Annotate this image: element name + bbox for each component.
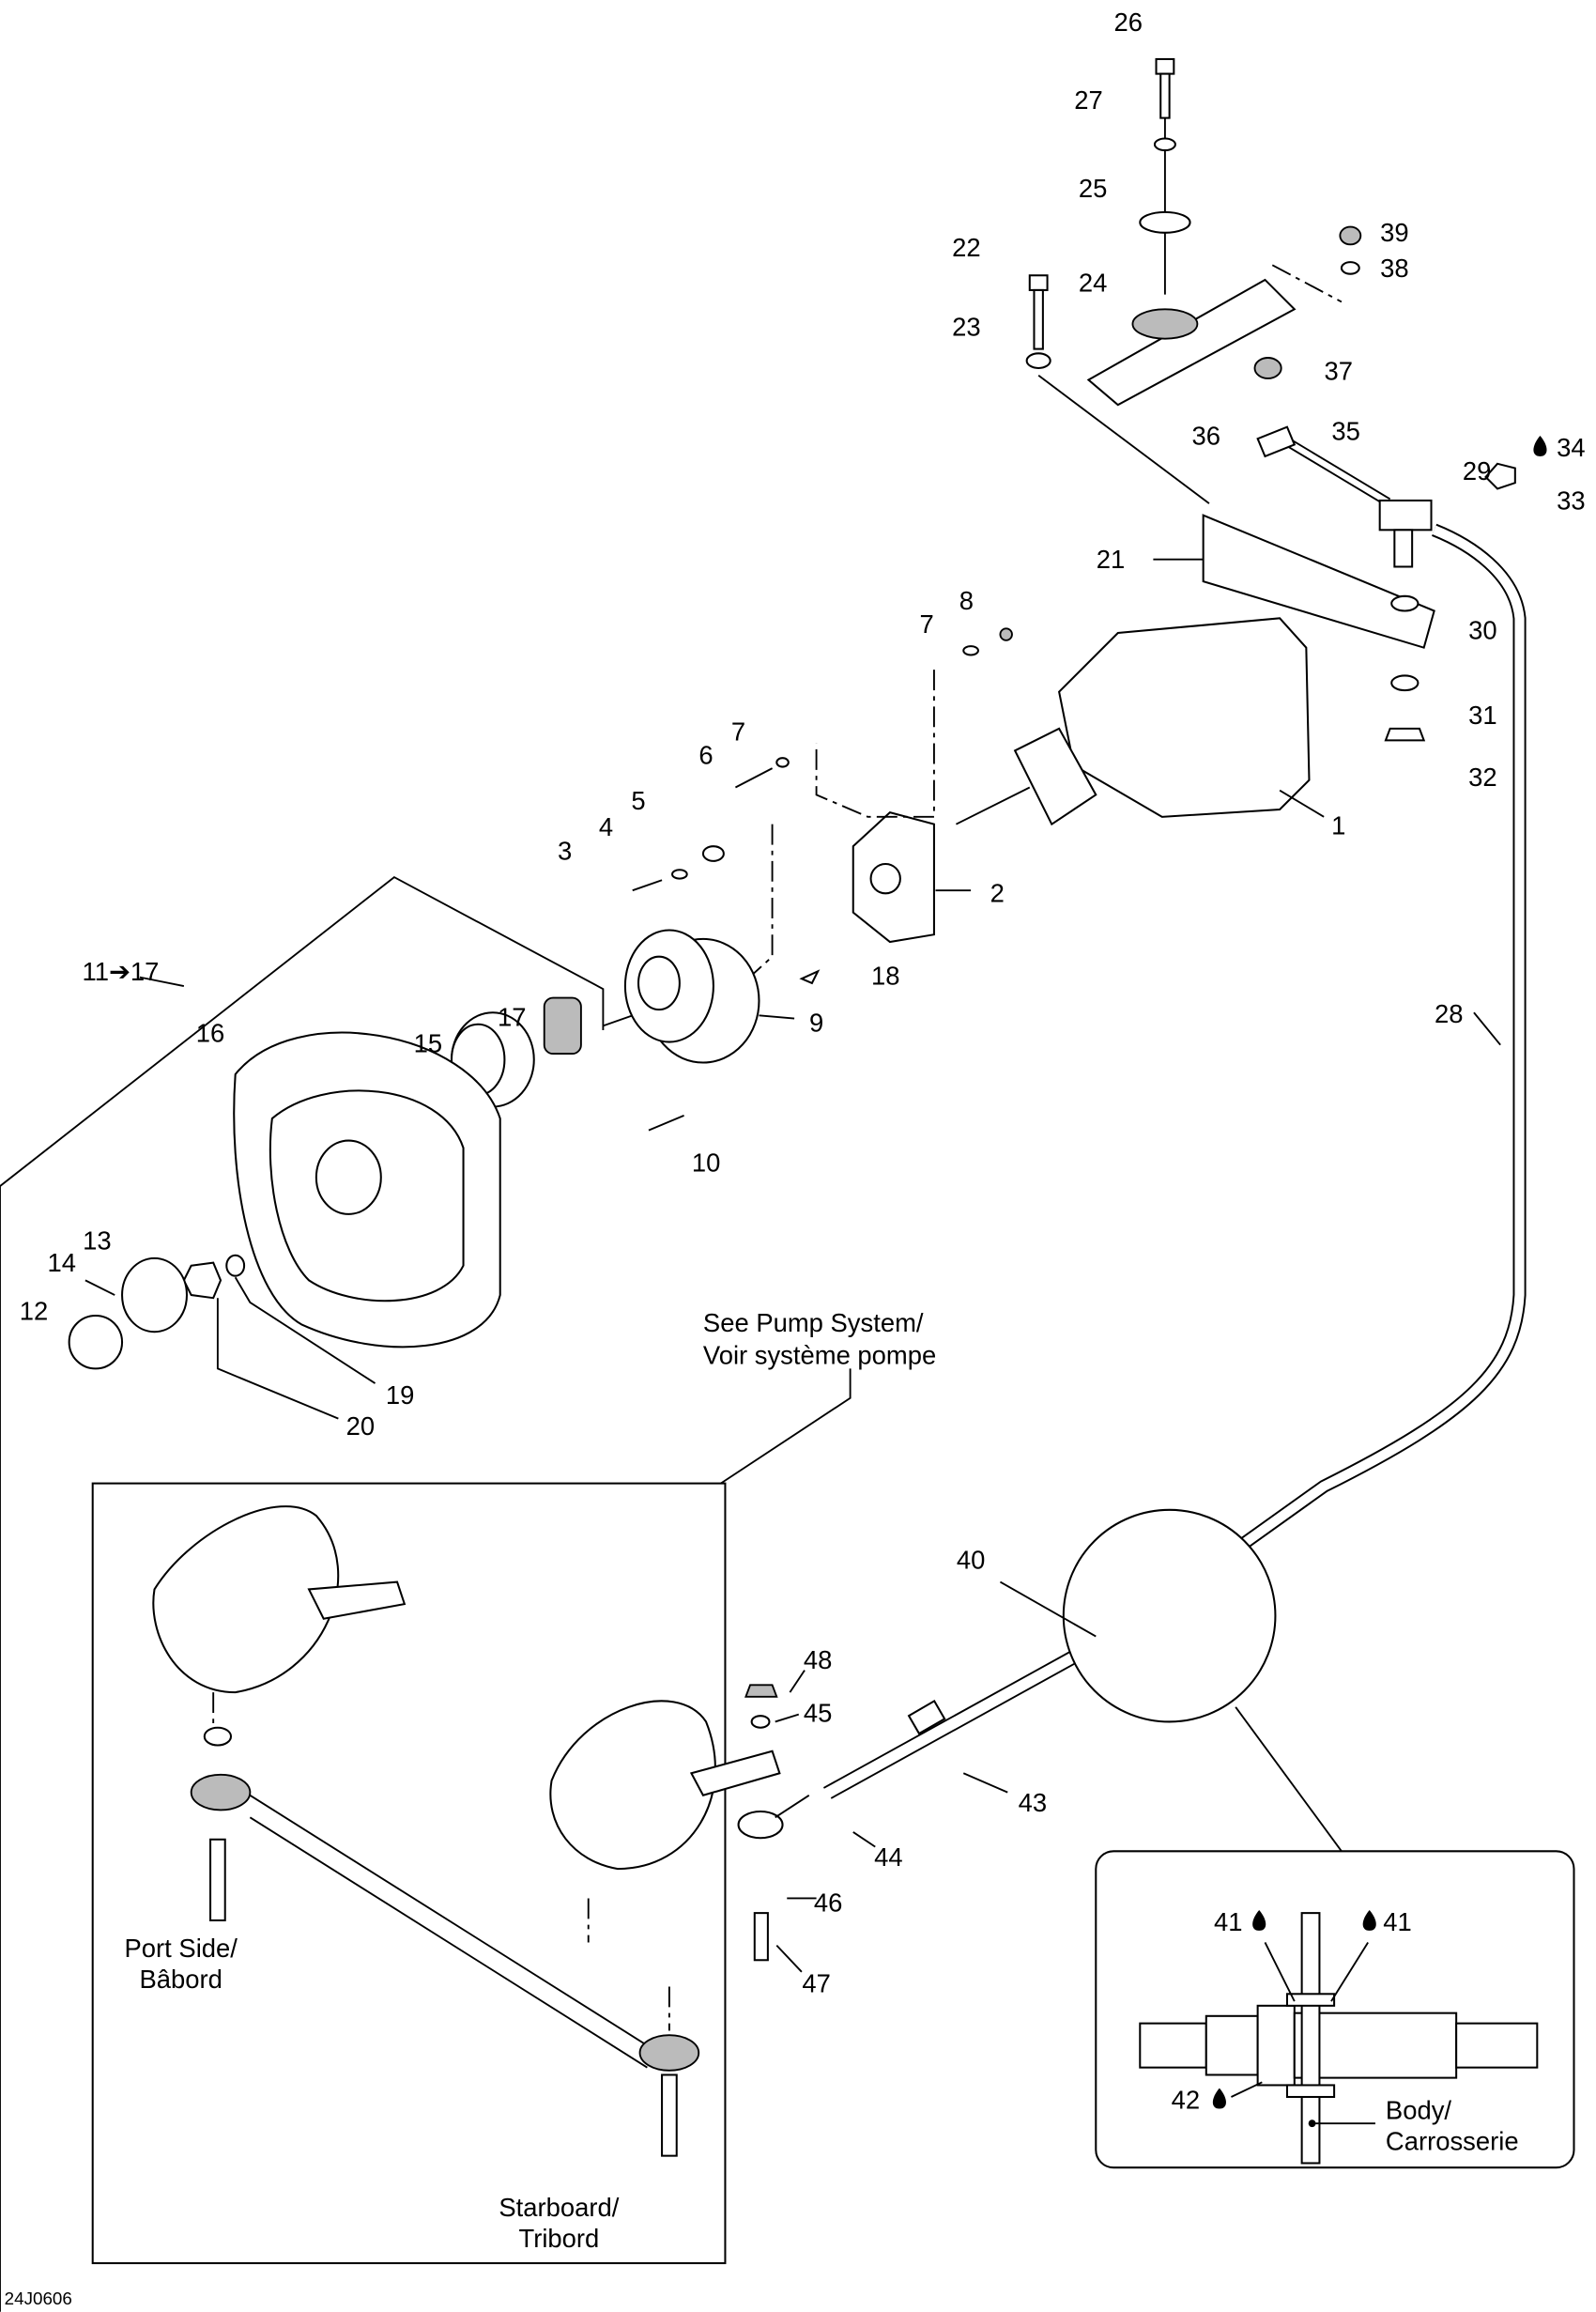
callout-34: 34 (1557, 433, 1585, 462)
callout-33: 33 (1557, 486, 1585, 515)
pump-ref-line2: Voir système pompe (703, 1341, 936, 1370)
callout-7: 7 (731, 717, 745, 746)
drop-icon (1533, 436, 1547, 456)
callout-31: 31 (1468, 701, 1496, 730)
body-line1: Body/ (1386, 2095, 1451, 2124)
callout-12: 12 (20, 1297, 48, 1326)
callout-36: 36 (1192, 421, 1220, 450)
callout-41: 41 (1214, 1907, 1242, 1936)
callout-29: 29 (1463, 456, 1491, 486)
starboard-line1: Starboard/ (499, 2193, 619, 2222)
callout-26: 26 (1114, 8, 1143, 37)
callout-23: 23 (952, 312, 980, 341)
callout-2: 2 (990, 879, 1005, 908)
callout-10: 10 (692, 1148, 720, 1177)
callout-11-to-17: 11➔17 (83, 957, 160, 986)
callout-18: 18 (871, 961, 899, 990)
port-side-line1: Port Side/ (125, 1934, 238, 1963)
callout-32: 32 (1468, 763, 1496, 792)
callout-6: 6 (698, 740, 713, 769)
callout-16: 16 (196, 1019, 224, 1048)
callout-30: 30 (1468, 615, 1496, 644)
callout-45: 45 (804, 1698, 832, 1727)
drop-icon (1252, 1909, 1266, 1931)
callout-1: 1 (1331, 811, 1345, 840)
port-side-line2: Bâbord (140, 1965, 223, 1994)
callout-5: 5 (631, 786, 645, 815)
callout-38: 38 (1380, 254, 1408, 283)
callout-20: 20 (346, 1411, 375, 1441)
callout-21: 21 (1097, 545, 1125, 574)
starboard-line2: Tribord (518, 2224, 599, 2253)
callout-40: 40 (957, 1545, 985, 1574)
callout-27: 27 (1074, 85, 1102, 115)
callout-24: 24 (1079, 268, 1107, 297)
callout-28: 28 (1435, 999, 1463, 1028)
callout-14: 14 (48, 1248, 76, 1277)
callout-35: 35 (1331, 417, 1359, 446)
callout-41: 41 (1383, 1907, 1411, 1936)
callout-42: 42 (1172, 2086, 1200, 2115)
drop-icon (1212, 2088, 1226, 2109)
callout-39: 39 (1380, 218, 1408, 247)
diagram-code: 24J0606 (5, 2289, 72, 2308)
parts-drawing (0, 57, 1575, 2312)
callout-17: 17 (498, 1002, 526, 1031)
callout-9: 9 (809, 1009, 823, 1038)
callout-7: 7 (919, 609, 933, 639)
callout-3: 3 (558, 836, 572, 865)
callout-48: 48 (804, 1645, 832, 1674)
callout-8: 8 (959, 586, 974, 615)
callout-25: 25 (1079, 174, 1107, 203)
callout-19: 19 (386, 1380, 414, 1410)
callout-47: 47 (802, 1969, 830, 1998)
drop-icons (1212, 436, 1547, 2109)
callout-4: 4 (599, 812, 613, 841)
callout-13: 13 (83, 1225, 111, 1255)
callout-15: 15 (414, 1029, 442, 1058)
callout-37: 37 (1325, 357, 1353, 386)
callout-44: 44 (874, 1842, 902, 1872)
callout-43: 43 (1019, 1788, 1047, 1817)
drop-icon (1362, 1909, 1376, 1931)
callout-46: 46 (814, 1888, 842, 1918)
pump-ref-line1: See Pump System/ (703, 1308, 924, 1337)
callout-22: 22 (952, 233, 980, 262)
body-line2: Carrosserie (1386, 2126, 1519, 2155)
